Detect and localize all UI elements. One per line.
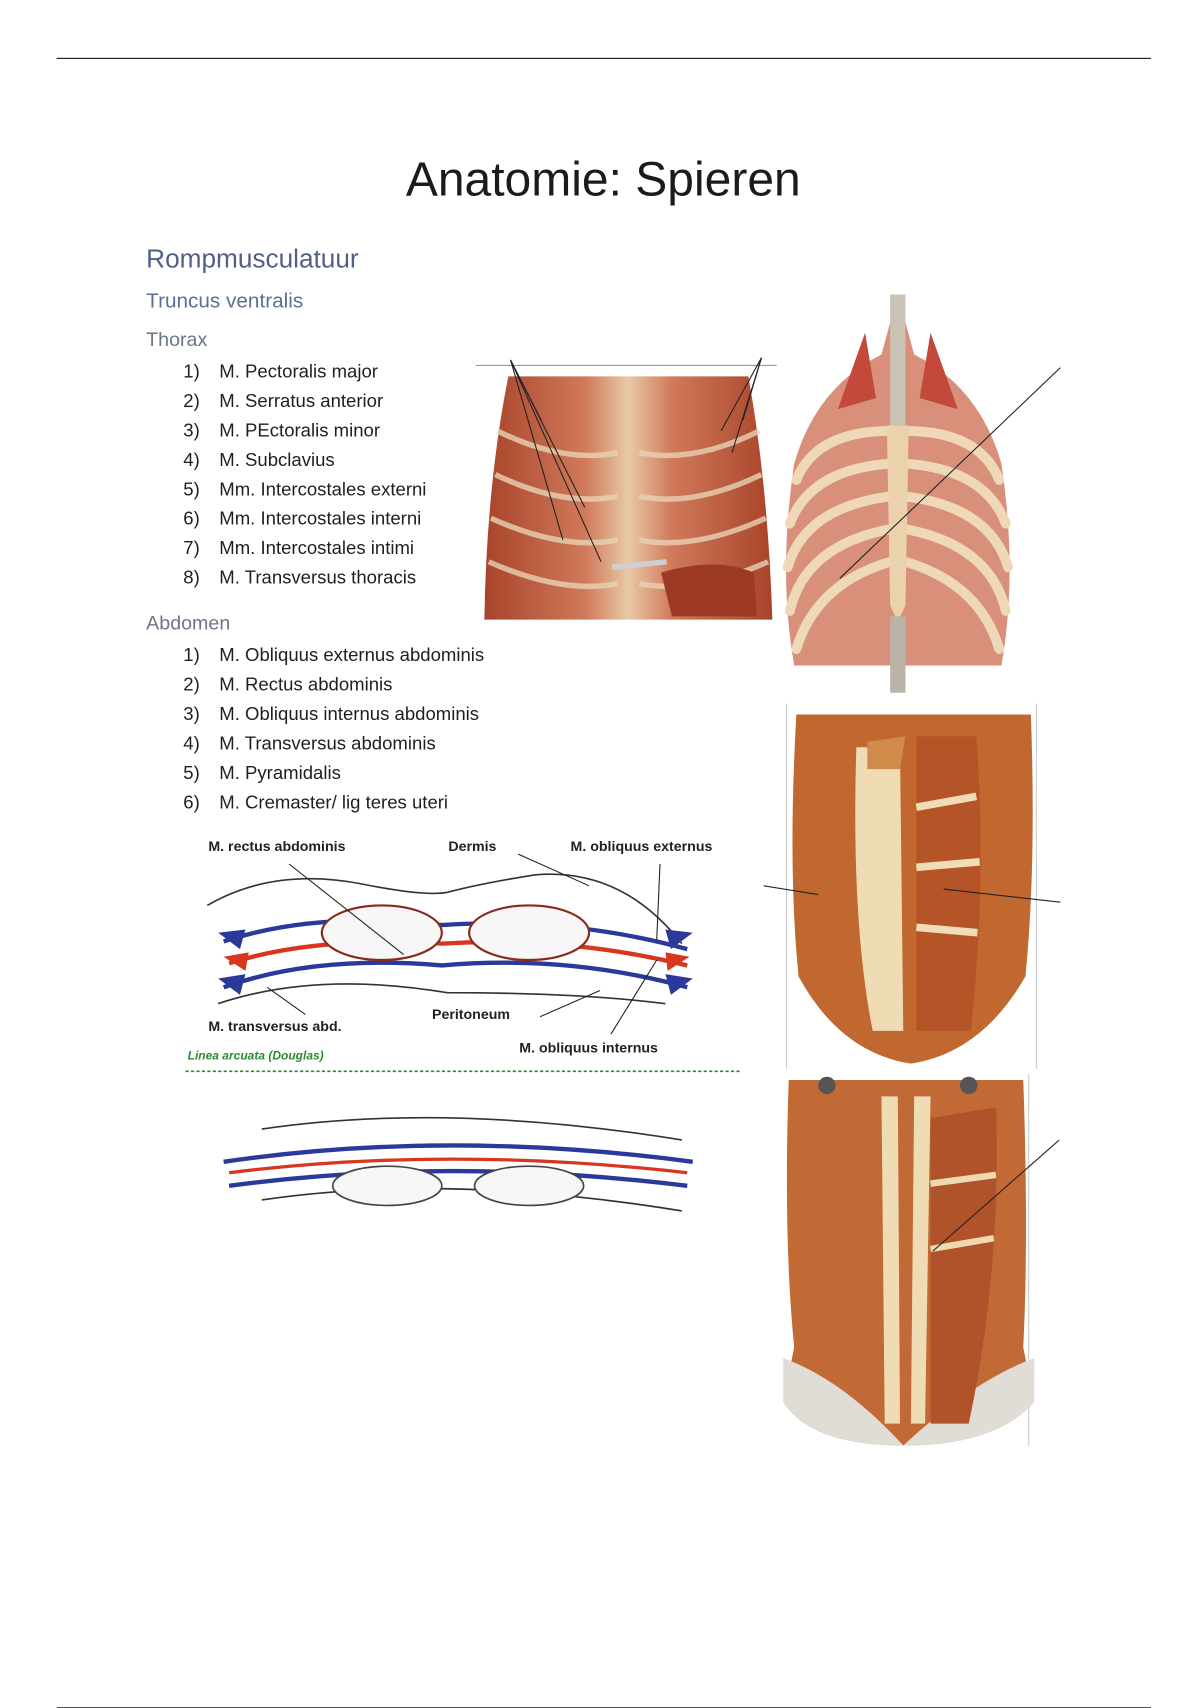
heading-thorax: Thorax: [146, 328, 208, 351]
list-item: 6) M. Cremaster/ lig teres uteri: [183, 788, 484, 817]
list-item: 2) M. Serratus anterior: [183, 386, 426, 415]
item-number: 5): [183, 478, 200, 500]
ribcage-illustration: [782, 294, 1061, 693]
item-label: Mm. Intercostales intimi: [219, 537, 415, 559]
list-item: 3) M. PEctoralis minor: [183, 416, 426, 445]
list-item: 8) M. Transversus thoracis: [183, 563, 426, 592]
item-label: M. Transversus thoracis: [219, 567, 417, 588]
item-label: M. Subclavius: [219, 449, 335, 471]
list-item: 1) M. Pectoralis major: [183, 357, 426, 386]
thorax-muscles-illustration: [475, 357, 777, 620]
item-number: 3): [183, 419, 200, 441]
item-label: M. Serratus anterior: [219, 390, 384, 412]
item-label: M. Transversus abdominis: [219, 733, 436, 754]
label-obliquus-internus: M. obliquus internus: [519, 1039, 658, 1056]
item-label: Mm. Intercostales externi: [219, 478, 427, 500]
page-title: Anatomie: Spieren: [405, 152, 801, 207]
deep-abdominal-muscles-illustration: [783, 1074, 1060, 1446]
item-number: 4): [183, 449, 200, 471]
label-rectus-abdominis: M. rectus abdominis: [208, 837, 346, 855]
heading-abdomen: Abdomen: [146, 611, 231, 634]
item-number: 2): [183, 674, 200, 695]
label-linea-arcuata: Linea arcuata (Douglas): [187, 1049, 324, 1063]
header-rule: [56, 57, 1151, 59]
item-number: 7): [183, 537, 200, 559]
heading-rompmusculatuur: Rompmusculatuur: [146, 244, 359, 274]
item-label: M. Obliquus externus abdominis: [219, 644, 485, 666]
item-label: M. Obliquus internus abdominis: [219, 703, 480, 725]
item-number: 3): [183, 703, 200, 725]
item-label: M. Pyramidalis: [219, 762, 341, 784]
list-item: 4) M. Subclavius: [183, 445, 426, 474]
label-transversus: M. transversus abd.: [208, 1017, 342, 1035]
abdomen-muscle-list: 1) M. Obliquus externus abdominis 2) M. Re…: [183, 640, 484, 817]
list-item: 5) Mm. Intercostales externi: [183, 475, 426, 504]
item-number: 2): [183, 390, 200, 412]
item-label: M. Rectus abdominis: [219, 674, 393, 695]
list-item: 2) M. Rectus abdominis: [183, 670, 484, 699]
list-item: 4) M. Transversus abdominis: [183, 729, 484, 758]
label-peritoneum: Peritoneum: [431, 1005, 511, 1023]
item-number: 1): [183, 361, 200, 382]
list-item: 6) Mm. Intercostales interni: [183, 504, 426, 533]
label-obliquus-externus: M. obliquus externus: [570, 837, 713, 855]
item-label: Mm. Intercostales interni: [219, 508, 422, 530]
item-number: 4): [183, 733, 200, 754]
item-label: M. Cremaster/ lig teres uteri: [219, 791, 449, 813]
item-number: 6): [183, 508, 200, 530]
item-label: M. Pectoralis major: [219, 361, 378, 382]
list-item: 1) M. Obliquus externus abdominis: [183, 640, 484, 669]
list-item: 7) Mm. Intercostales intimi: [183, 533, 426, 562]
label-dermis: Dermis: [448, 837, 497, 855]
item-number: 1): [183, 644, 200, 666]
item-label: M. PEctoralis minor: [219, 419, 381, 441]
abdominal-muscles-illustration: [763, 703, 1061, 1070]
item-number: 8): [183, 567, 200, 588]
list-item: 3) M. Obliquus internus abdominis: [183, 699, 484, 728]
item-number: 5): [183, 762, 200, 784]
item-number: 6): [183, 791, 200, 813]
list-item: 5) M. Pyramidalis: [183, 758, 484, 787]
thorax-muscle-list: 1) M. Pectoralis major 2) M. Serratus ante…: [183, 357, 426, 593]
heading-truncus-ventralis: Truncus ventralis: [146, 290, 304, 314]
abdominal-wall-cross-section-diagram: [185, 853, 742, 1212]
